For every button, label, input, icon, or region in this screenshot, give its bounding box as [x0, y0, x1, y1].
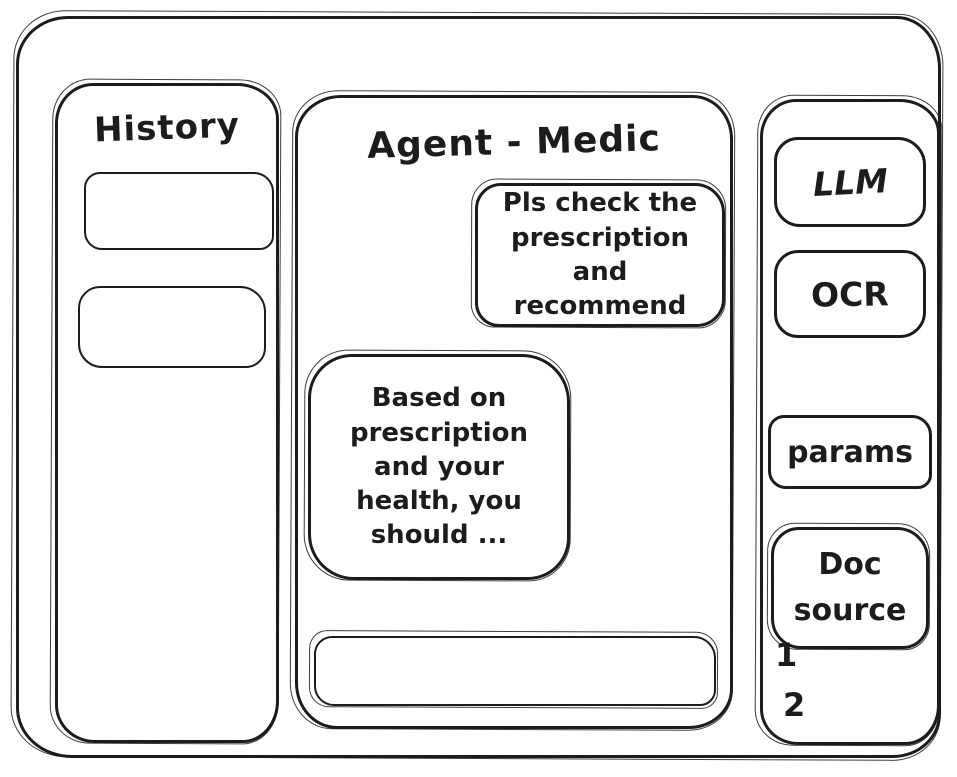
ocr-button[interactable]: OCR: [774, 250, 926, 338]
message-input-bar: [314, 636, 716, 706]
user-message-text: Pls check the prescription and recommend: [502, 188, 698, 322]
history-title: History: [93, 105, 241, 151]
ocr-button-label: OCR: [810, 273, 890, 315]
app-window-frame: History Agent - Medic Pls check the pres…: [16, 16, 941, 758]
assistant-message-text: Based on prescription and your health, y…: [349, 383, 528, 551]
params-button-label: params: [787, 434, 913, 470]
llm-button[interactable]: LLM: [774, 137, 926, 227]
chat-title: Agent - Medic: [366, 118, 662, 167]
doc-source-button-label: Doc source: [793, 546, 907, 629]
history-panel: History: [55, 83, 279, 743]
doc-source-number-1: 1: [775, 636, 798, 674]
llm-button-label: LLM: [811, 160, 889, 204]
history-item[interactable]: [78, 286, 266, 368]
user-message-bubble: Pls check the prescription and recommend: [475, 183, 725, 327]
tools-panel: LLM OCR params Doc source 1 2: [760, 99, 940, 745]
history-item[interactable]: [84, 172, 274, 250]
message-input[interactable]: [316, 638, 714, 704]
doc-source-button[interactable]: Doc source: [771, 527, 929, 649]
chat-panel: Agent - Medic Pls check the prescription…: [295, 95, 733, 729]
params-button[interactable]: params: [768, 415, 932, 489]
assistant-message-bubble: Based on prescription and your health, y…: [308, 354, 570, 580]
doc-source-number-2: 2: [783, 686, 806, 724]
